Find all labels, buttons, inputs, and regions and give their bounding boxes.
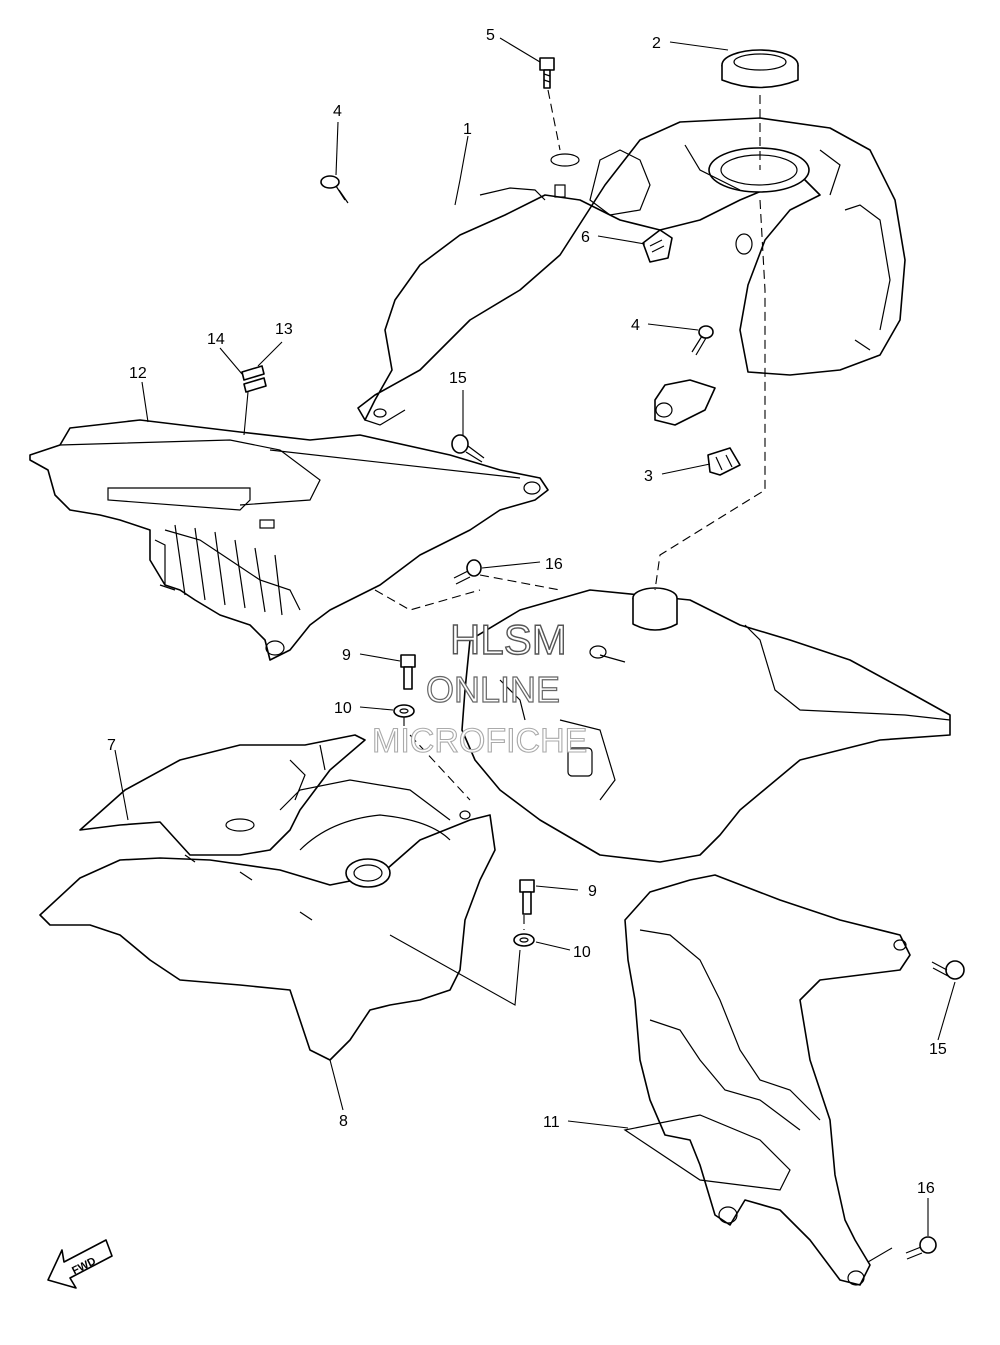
callout-15b: 15 — [929, 1041, 947, 1058]
part-5-bolt — [539, 57, 555, 89]
assembly-lines — [374, 89, 766, 1006]
callout-1: 1 — [463, 121, 472, 138]
part-4-screw-b — [691, 325, 714, 356]
part-9-bolt-a — [400, 654, 416, 690]
callout-16b: 16 — [917, 1180, 935, 1197]
callout-11: 11 — [543, 1114, 560, 1131]
leader-lines — [114, 37, 956, 1263]
part-10-washer-a — [393, 704, 415, 718]
callout-8: 8 — [339, 1113, 348, 1130]
part-16-bolt-b — [905, 1236, 937, 1260]
part-15-bolt-a — [451, 434, 485, 463]
callout-15a: 15 — [449, 370, 467, 387]
callout-5: 5 — [486, 27, 495, 44]
part-9-bolt-b — [519, 879, 535, 915]
part-10-washer-b — [513, 933, 535, 947]
watermark: HLSM ONLINE MICROFICHE — [371, 615, 587, 760]
callout-6: 6 — [581, 229, 590, 246]
callout-10a: 10 — [334, 700, 352, 717]
part-13-14-labels — [241, 365, 267, 393]
watermark-line1: HLSM — [450, 616, 567, 663]
part-4-screw-a — [320, 175, 349, 204]
part-7-cover — [79, 734, 366, 856]
callout-13: 13 — [275, 321, 293, 338]
callout-9a: 9 — [342, 647, 351, 664]
part-11-side-cover — [623, 874, 911, 1286]
callout-14: 14 — [207, 331, 225, 348]
watermark-line3: MICROFICHE — [372, 722, 587, 760]
callout-9b: 9 — [588, 883, 597, 900]
part-bracket — [654, 379, 716, 426]
callout-12: 12 — [129, 365, 147, 382]
part-15-bolt-b — [931, 960, 965, 980]
part-3-clip — [707, 447, 741, 476]
part-16-bolt-a — [453, 559, 482, 585]
callout-2: 2 — [652, 35, 661, 52]
callout-16a: 16 — [545, 556, 563, 573]
part-1-tank-cover — [357, 117, 906, 426]
part-8-cover — [39, 779, 496, 1061]
part-6-clip — [642, 229, 673, 263]
callout-4a: 4 — [333, 103, 342, 120]
watermark-line2: ONLINE — [426, 669, 560, 710]
callout-numbers: 1 2 3 4 4 5 6 7 8 9 9 10 10 11 12 13 14 … — [107, 27, 947, 1197]
callout-10b: 10 — [573, 944, 591, 961]
callout-7: 7 — [107, 737, 116, 754]
callout-3: 3 — [644, 468, 653, 485]
callout-4b: 4 — [631, 317, 640, 334]
part-12-side-cover — [29, 419, 549, 661]
part-fuel-tank — [461, 587, 951, 863]
fwd-arrow-icon: FWD — [47, 1239, 113, 1289]
part-2-grommet — [721, 49, 799, 89]
